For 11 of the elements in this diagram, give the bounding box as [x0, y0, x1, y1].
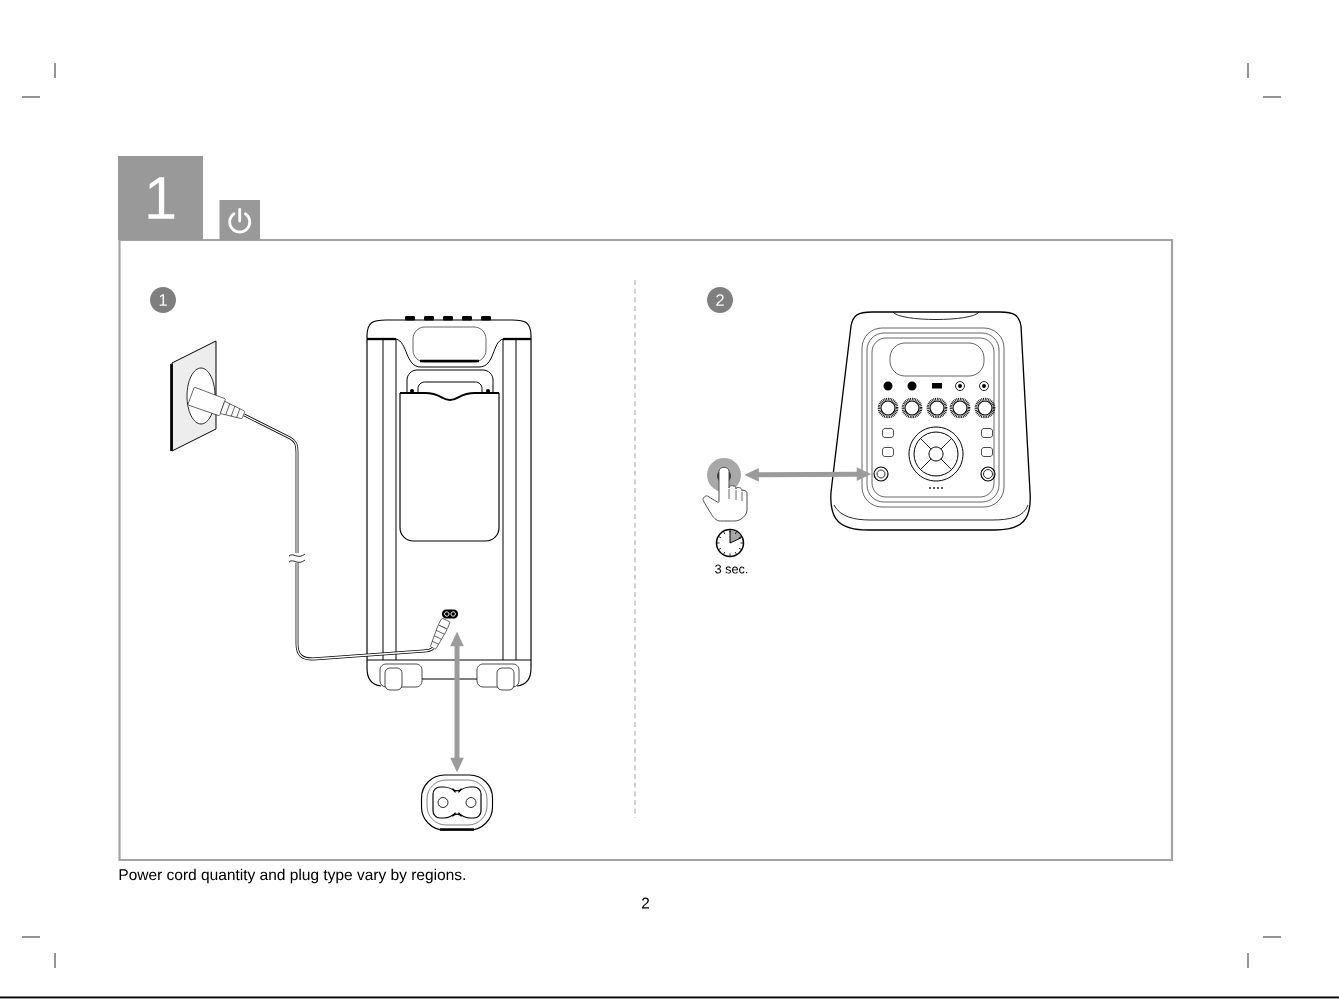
plugged-inlet: [430, 609, 458, 650]
step-number-box: 1: [118, 156, 203, 240]
power-button: [873, 466, 889, 482]
page-number: 2: [642, 897, 650, 909]
footnote-text: Power cord quantity and plug type vary by regions.: [119, 868, 465, 884]
duration-text: 3 sec.: [715, 564, 748, 574]
wall-socket: [170, 340, 245, 452]
power-cord: [243, 413, 434, 661]
callout-number: 1: [150, 287, 176, 313]
callout-number: 2: [707, 287, 733, 313]
power-inlet-closeup: [420, 774, 494, 831]
